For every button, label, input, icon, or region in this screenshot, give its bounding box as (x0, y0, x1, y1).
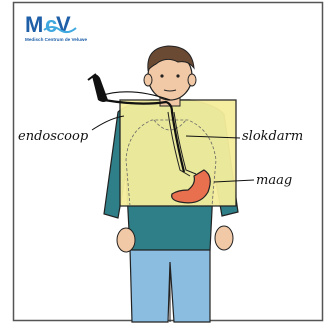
left-eye (160, 74, 163, 77)
highlight-box (120, 100, 236, 206)
pants (130, 248, 210, 322)
label-esophagus: slokdarm (242, 129, 303, 144)
logo-letter-m: M (25, 12, 43, 37)
logo-subtitle: Medisch Centrum de Veluwe (25, 37, 87, 42)
right-eye (176, 74, 179, 77)
logo-letter-v: V (56, 12, 71, 37)
left-ear (144, 74, 152, 86)
label-endoscope: endoscoop (18, 129, 89, 144)
right-hand (215, 226, 233, 250)
label-stomach: maag (256, 173, 292, 188)
left-hand (117, 228, 135, 252)
right-ear (188, 74, 196, 86)
